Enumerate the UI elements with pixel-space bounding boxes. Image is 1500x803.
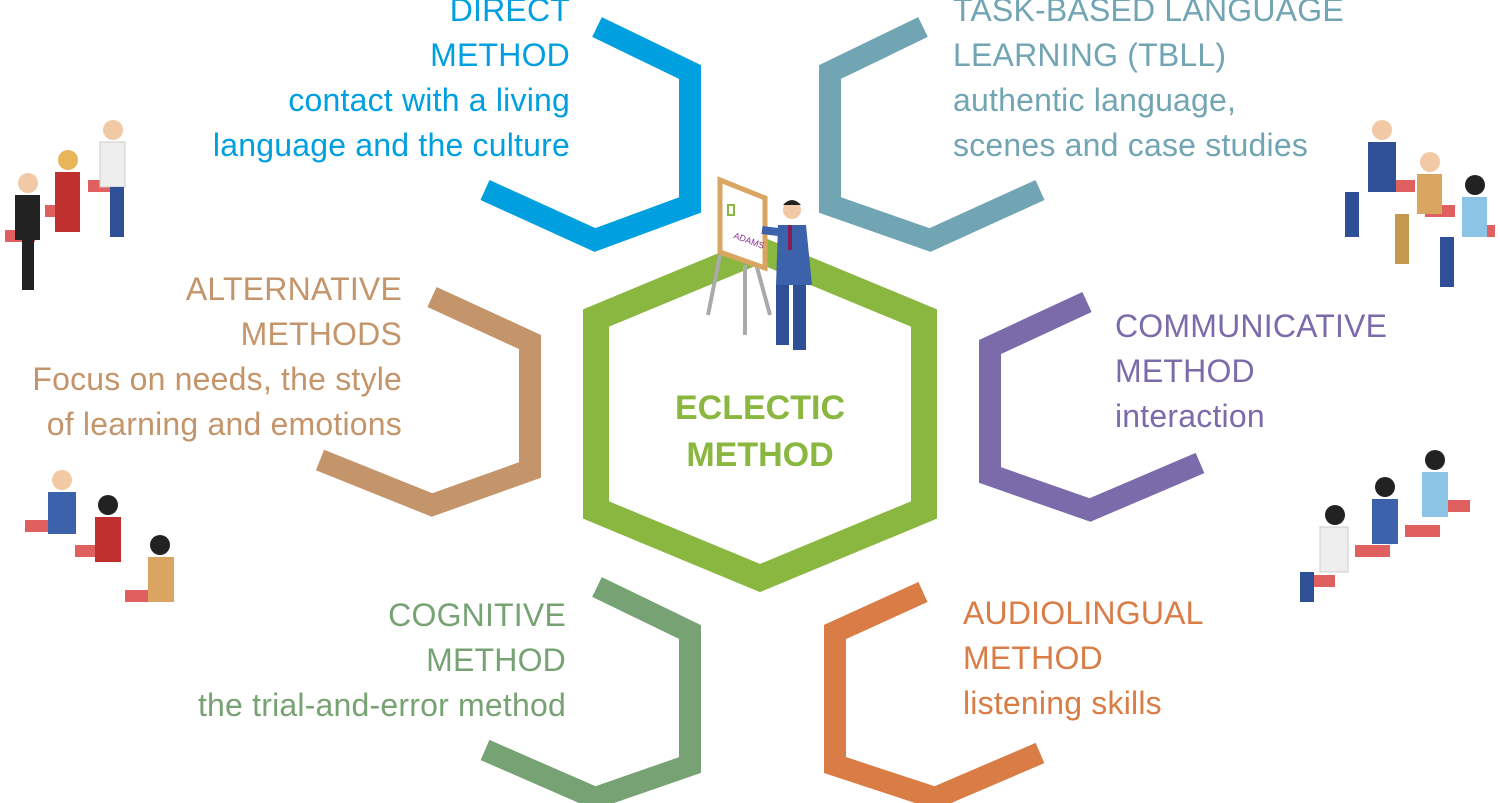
- direct-method-label: DIRECT METHOD contact with a living lang…: [213, 0, 570, 168]
- audience-bottom-right: [1300, 450, 1470, 602]
- direct-bracket: [480, 17, 701, 252]
- tbll-method-label: TASK-BASED LANGUAGE LEARNING (TBLL) auth…: [953, 0, 1344, 168]
- audiolingual-bracket: [824, 581, 1045, 803]
- method-description: language and the culture: [212, 127, 570, 163]
- center-title-line: METHOD: [686, 436, 834, 474]
- communicative-method-label: COMMUNICATIVE METHOD interaction: [1115, 304, 1387, 439]
- method-title: COGNITIVE: [388, 597, 566, 633]
- method-description: listening skills: [963, 685, 1162, 721]
- alternative-bracket: [315, 287, 541, 517]
- audiolingual-method-label: AUDIOLINGUAL METHOD listening skills: [963, 591, 1204, 726]
- method-title: METHOD: [430, 37, 570, 73]
- method-title: METHOD: [1115, 353, 1255, 389]
- method-title: ALTERNATIVE: [185, 271, 402, 307]
- communicative-bracket: [979, 292, 1205, 522]
- method-description: interaction: [1115, 398, 1265, 434]
- method-description: scenes and case studies: [953, 127, 1309, 163]
- method-description: of learning and emotions: [46, 406, 402, 442]
- method-title: METHOD: [963, 640, 1103, 676]
- method-title: LEARNING (TBLL): [953, 37, 1227, 73]
- method-title: COMMUNICATIVE: [1115, 308, 1388, 344]
- method-description: Focus on needs, the style: [32, 361, 402, 397]
- method-title: METHODS: [240, 316, 402, 352]
- center-title-line: ECLECTIC: [675, 389, 845, 427]
- method-title: AUDIOLINGUAL: [963, 595, 1204, 631]
- method-title: TASK-BASED LANGUAGE: [953, 0, 1344, 28]
- audience-top-left: [5, 120, 126, 290]
- cognitive-bracket: [480, 577, 701, 803]
- method-title: DIRECT: [449, 0, 570, 28]
- audience-bottom-left: [25, 470, 174, 602]
- alternative-methods-label: ALTERNATIVE METHODS Focus on needs, the …: [32, 267, 402, 447]
- teacher-illustration: ADAMS: [706, 176, 812, 350]
- eclectic-method-title: ECLECTIC METHOD: [600, 385, 920, 479]
- method-title: METHOD: [426, 642, 566, 678]
- eclectic-hexagon: [583, 235, 937, 593]
- method-description: authentic language,: [953, 82, 1237, 118]
- cognitive-method-label: COGNITIVE METHOD the trial-and-error met…: [198, 593, 566, 728]
- audience-top-right: [1345, 120, 1495, 287]
- method-description: contact with a living: [288, 82, 570, 118]
- method-description: the trial-and-error method: [197, 687, 566, 723]
- tbll-bracket: [819, 17, 1045, 252]
